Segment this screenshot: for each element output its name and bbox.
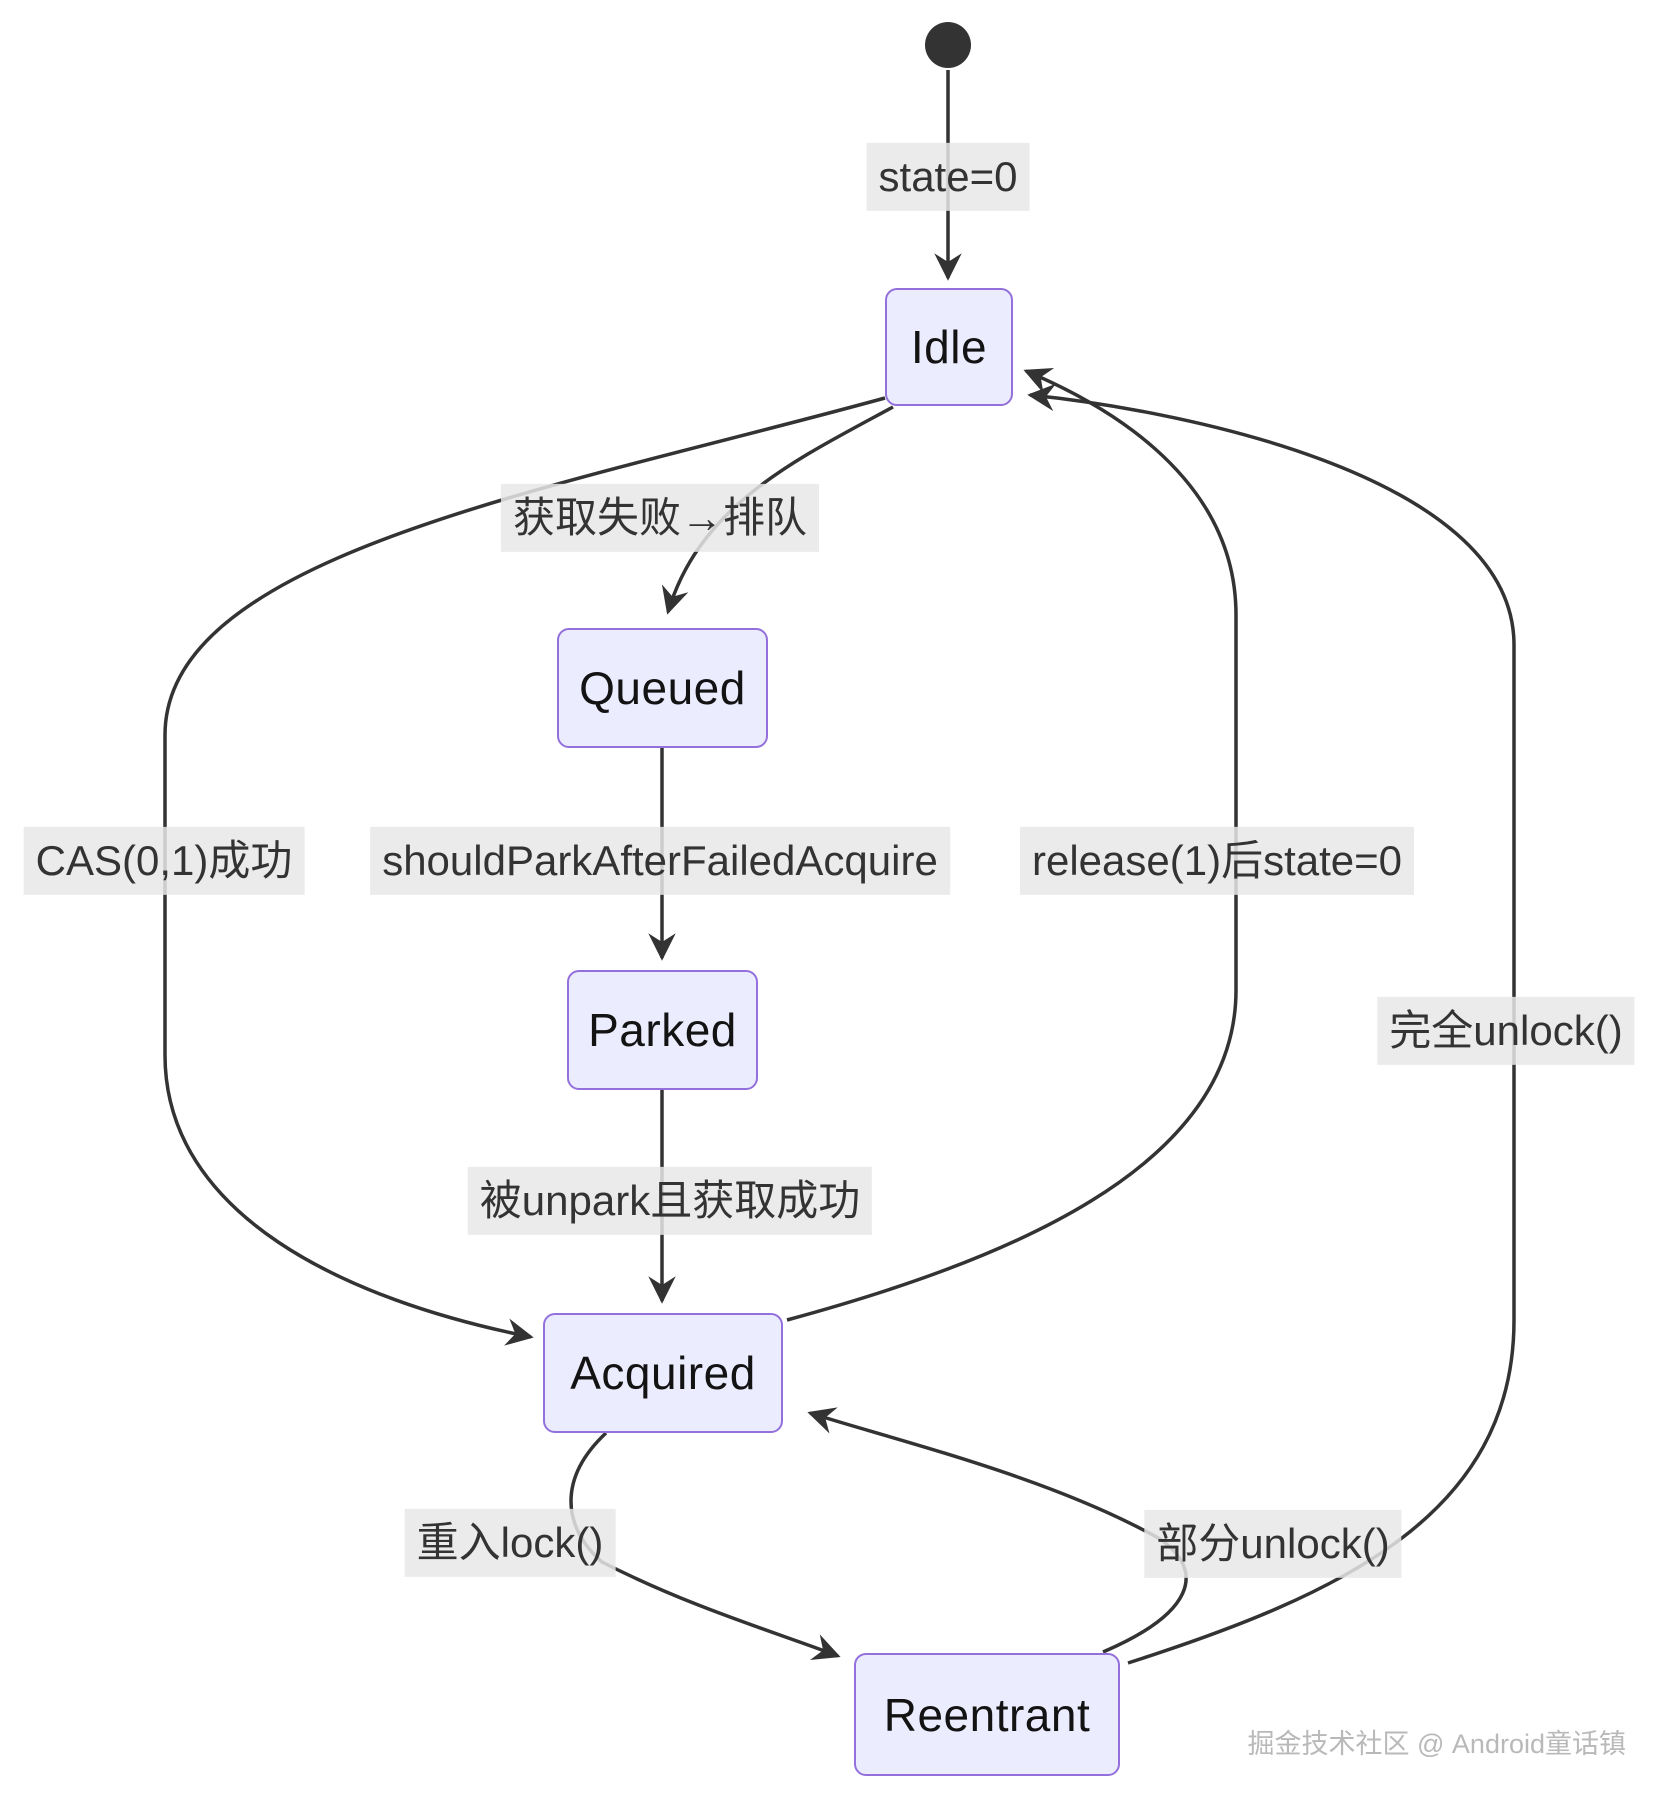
transition-label-partial-unlock: 部分unlock() [1144,1509,1402,1579]
transition-label-unparked-acquire-success: 被unpark且获取成功 [467,1166,873,1236]
edge-reentrant-to-acquired-partial-unlock [807,1407,1188,1654]
transition-label-state0: state=0 [866,142,1030,212]
edge-acquired-to-idle-release [786,367,1238,1322]
transition-label-should-park: shouldParkAfterFailedAcquire [370,826,950,896]
state-node-acquired: Acquired [543,1313,783,1433]
transition-label-acquire-fail-enqueue: 获取失败→排队 [500,483,820,553]
edge-reentrant-to-idle-full-unlock [1027,383,1516,1665]
state-node-parked: Parked [567,970,758,1090]
state-node-queued: Queued [557,628,768,748]
transition-label-reentrant-lock: 重入lock() [404,1508,616,1578]
edge-idle-to-acquired-cas [163,396,886,1346]
transition-label-cas-success: CAS(0,1)成功 [23,826,305,896]
state-node-reentrant: Reentrant [854,1653,1120,1776]
state-node-idle: Idle [885,288,1013,406]
transition-label-full-unlock: 完全unlock() [1377,996,1635,1066]
transition-label-release-state0: release(1)后state=0 [1019,826,1415,896]
initial-state-dot [925,22,971,68]
watermark-text: 掘金技术社区 @ Android童话镇 [1247,1729,1626,1759]
